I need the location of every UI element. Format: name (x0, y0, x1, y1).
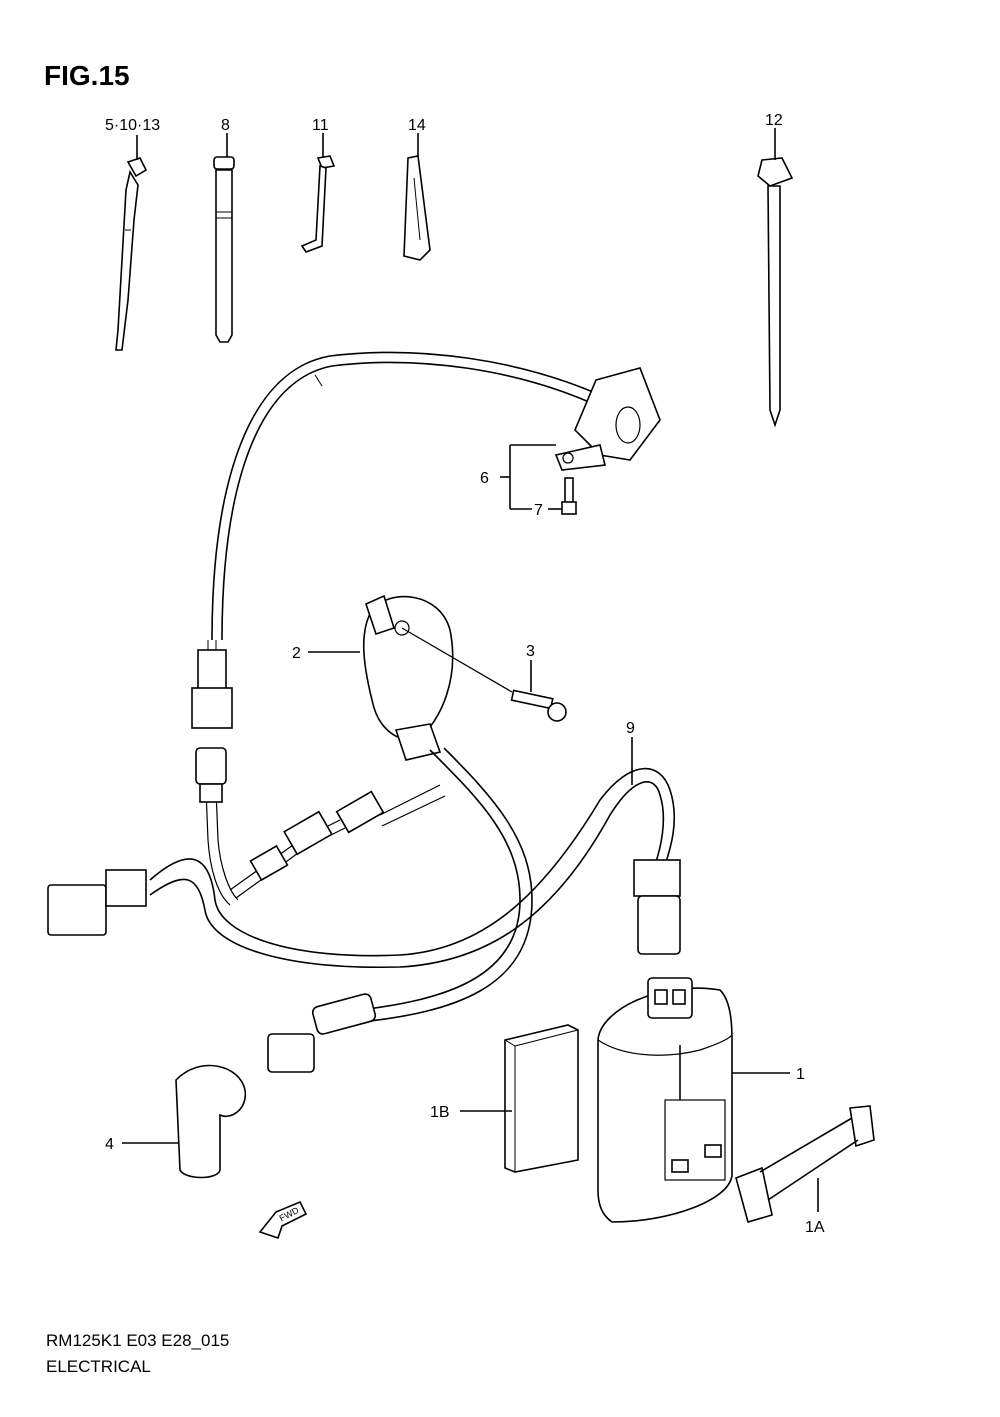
clamp-14 (403, 155, 431, 261)
leader-3-axis (401, 627, 513, 693)
callout-5-10-13: 5·10·13 (105, 117, 160, 134)
callout-11: 11 (312, 117, 329, 134)
clamp-11 (300, 155, 336, 253)
tie-strap-8 (213, 156, 235, 343)
wiring-harness-9 (47, 747, 681, 1073)
spark-plug-cap-4 (175, 1064, 246, 1179)
callout-8: 8 (221, 117, 230, 134)
callout-2: 2 (292, 645, 301, 662)
figure-title: FIG.15 (44, 60, 130, 91)
callout-9: 9 (626, 720, 635, 737)
callout-1a: 1A (805, 1219, 825, 1236)
callout-14: 14 (408, 117, 426, 134)
callout-7: 7 (534, 502, 543, 519)
screw-7 (561, 477, 577, 515)
bolt-3 (510, 689, 567, 722)
cdi-unit-1 (597, 977, 733, 1223)
long-tie-12 (757, 157, 794, 428)
ignition-coil-2 (362, 594, 454, 761)
fwd-arrow-icon (258, 1200, 308, 1240)
pulser-coil-6 (191, 351, 661, 729)
callout-1: 1 (796, 1066, 805, 1083)
callout-1b: 1B (430, 1104, 450, 1121)
model-code: RM125K1 E03 E28_015 (46, 1331, 230, 1350)
cable-tie-5-10-13 (115, 157, 148, 351)
cushion-1b (504, 1024, 579, 1173)
band-1a (735, 1105, 875, 1223)
callout-12: 12 (765, 112, 783, 129)
section-name: ELECTRICAL (46, 1357, 151, 1376)
callout-3: 3 (526, 643, 535, 660)
callout-4: 4 (105, 1136, 114, 1153)
callout-6: 6 (480, 470, 489, 487)
